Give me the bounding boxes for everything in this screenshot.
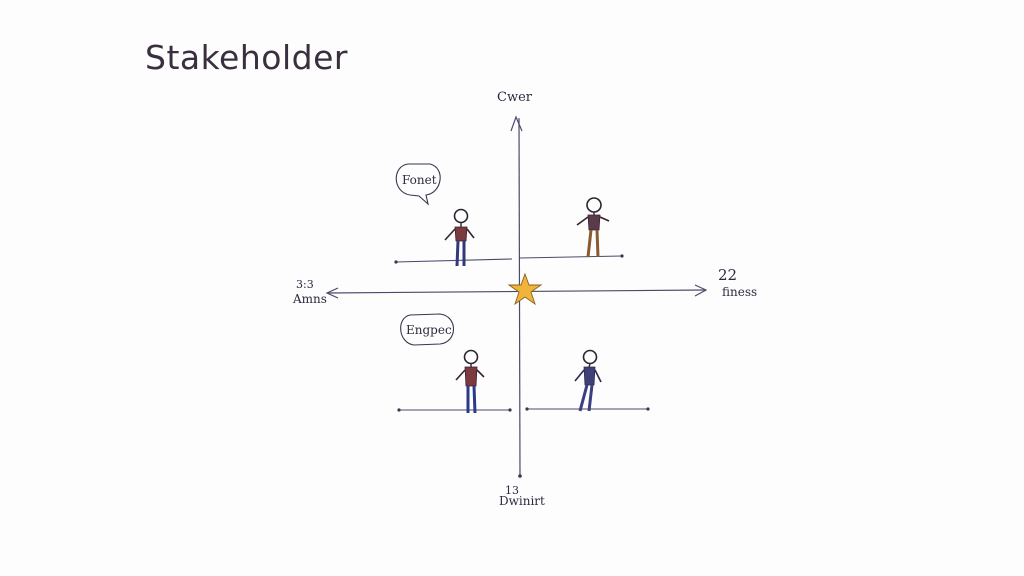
stakeholder-figure-bottom-right (574, 349, 602, 412)
left-axis-label: Amns (293, 292, 327, 306)
ground-line-top-right (519, 255, 623, 259)
right-axis-label: finess (722, 285, 758, 299)
left-arrow-icon (325, 287, 339, 299)
vertical-axis-end-dot (518, 474, 522, 478)
star-icon (507, 272, 543, 306)
left-axis-number: 3:3 (296, 278, 314, 291)
speech-bubble-bottom-text: Engpec (406, 323, 452, 337)
speech-bubble-top-text: Fonet (402, 173, 437, 187)
ground-line-top-left (395, 258, 513, 263)
vertical-axis-arrow-icon (510, 115, 523, 132)
diagram-title: Stakeholder (145, 38, 348, 77)
ground-dot (620, 254, 624, 258)
ground-dot (525, 407, 529, 411)
ground-dot (397, 408, 401, 412)
top-axis-label: Cwer (497, 90, 532, 105)
horizontal-axis (327, 289, 706, 294)
bottom-axis-label: Dwinirt (499, 494, 545, 508)
ground-dot (646, 407, 650, 411)
stakeholder-figure-top-right (576, 197, 610, 258)
stakeholder-figure-top-left (444, 208, 475, 267)
right-arrow-icon (694, 284, 708, 297)
ground-dot (508, 408, 512, 412)
speech-bubble-top (395, 163, 441, 206)
right-axis-number: 22 (718, 266, 738, 284)
ground-dot (394, 260, 398, 264)
speech-bubble-bottom (400, 313, 455, 346)
bottom-axis-number: 13 (505, 484, 519, 497)
stakeholder-figure-bottom-left (455, 349, 485, 414)
